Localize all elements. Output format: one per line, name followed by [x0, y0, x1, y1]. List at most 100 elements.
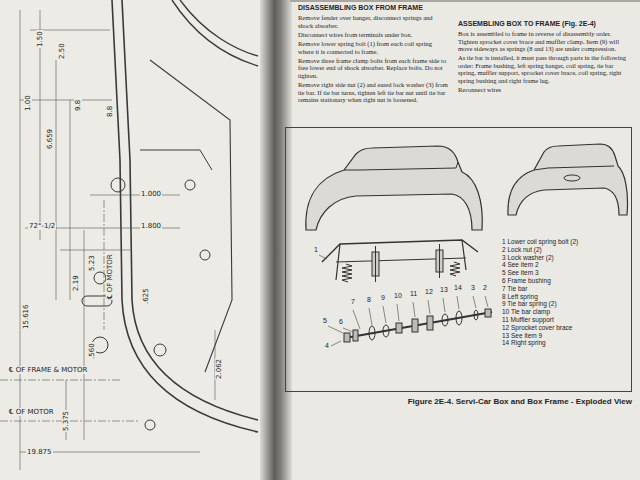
section-heading: ASSEMBLING BOX TO FRAME (Fig. 2E-4) [458, 20, 630, 28]
frame-tube-inner [122, 0, 258, 420]
callout-number: 4 [324, 342, 330, 350]
dimension-line [90, 195, 180, 196]
frame-tube-top [180, 0, 258, 56]
figure-caption: Figure 2E-4. Servi-Car Box and Box Frame… [408, 397, 632, 406]
callout-number: 14 [453, 284, 463, 292]
figure-panel: Figure 2E-4. Servi-Car Box and Box Frame… [285, 127, 632, 392]
leader-line [485, 296, 488, 307]
leader-line [328, 326, 343, 333]
parts-key-item: 10 Tie bar clamp [502, 308, 550, 315]
parts-key-item: 3 Lock washer (2) [502, 254, 554, 261]
frame-member [140, 150, 212, 170]
dimension-label: 15.616 [22, 304, 30, 331]
callout-number: 8 [366, 296, 372, 304]
dimension-label: 1.00 [24, 94, 32, 112]
parts-key-item: 8 Left spring [502, 293, 538, 300]
dimension-label: 1.800 [140, 222, 162, 230]
book-gutter [260, 0, 292, 480]
leader-lines [319, 255, 488, 346]
figure-frame [285, 127, 632, 392]
dimension-label: 6.659 [46, 128, 54, 150]
centre-line [0, 380, 120, 381]
centre-lines [0, 200, 140, 421]
coil-spring [342, 264, 352, 282]
box-body [306, 146, 482, 230]
section-heading: DISASSEMBLING BOX FROM FRAME [298, 4, 448, 12]
dimension-label: 5.23 [88, 254, 96, 272]
leader-line [383, 306, 386, 323]
dimension-label: 1.50 [36, 30, 44, 48]
box-emblem [564, 175, 580, 181]
dimension-line [70, 100, 71, 300]
parts-key-item: 12 Sprocket cover brace [502, 324, 572, 331]
dimension-label: 9.8 [74, 99, 82, 112]
shock-rod [375, 246, 376, 282]
parts-key-item: 6 Frame bushing [502, 277, 551, 284]
frame-bushing [353, 330, 358, 341]
callout-number: 10 [393, 292, 403, 300]
callout-number: 9 [380, 294, 386, 302]
body-text: As tie bar is installed, it must pass th… [458, 54, 630, 84]
mounting-hole [200, 250, 210, 260]
frame-tube-top [172, 0, 258, 66]
leader-line [457, 296, 459, 309]
body-text: Box is assembled to frame in reverse of … [458, 30, 630, 52]
body-text: Remove three frame clamp bolts from each… [298, 57, 448, 79]
dimension-label: .625 [142, 287, 150, 305]
dimension-lines [20, 10, 215, 470]
body-text: Remove fender over hanger, disconnect sp… [298, 14, 448, 29]
muffler-support [412, 319, 418, 332]
dimension-label: ℄ OF MOTOR [106, 253, 114, 300]
dimension-label: 1.000 [140, 190, 162, 198]
washer [474, 310, 478, 320]
body-text: Reconnect wires [458, 86, 630, 93]
parts-key-item: 7 Tie bar [502, 285, 527, 292]
leader-line [319, 255, 327, 259]
dimension-line [20, 10, 21, 470]
dimension-line [60, 250, 130, 251]
leader-line [331, 341, 341, 346]
parts-key-item: 4 See item 2 [502, 261, 539, 268]
leader-line [397, 304, 399, 321]
frame-member [150, 60, 232, 372]
callout-number: 5 [322, 317, 328, 325]
parts-key-item: 2 Lock nut (2) [502, 246, 542, 253]
right-page [284, 0, 640, 480]
spring-part [456, 311, 462, 325]
callout-number: 13 [439, 286, 449, 294]
parts-key-item: 1 Lower coil spring bolt (2) [502, 238, 578, 245]
exploded-view [306, 144, 628, 346]
callout-number: 6 [338, 318, 344, 326]
callout-number: 2 [482, 284, 488, 292]
dimension-label: 5.375 [62, 410, 70, 432]
leader-line [473, 296, 476, 308]
tie-bar [345, 312, 492, 338]
dimension-line [20, 100, 112, 101]
dimension-line [56, 60, 57, 300]
body-text: Remove right side nut (2) and eared lock… [298, 81, 448, 103]
mounting-hole [111, 178, 125, 192]
centre-line [104, 200, 105, 330]
callout-number: 3 [470, 284, 476, 292]
nut [344, 333, 350, 342]
spring-part [383, 325, 389, 337]
box-lid-line [344, 162, 458, 170]
callout-number: 7 [350, 298, 356, 306]
spring-part [442, 314, 448, 326]
callout-number: 1 [313, 246, 319, 254]
shock-rod [439, 244, 440, 278]
leader-line [413, 302, 415, 317]
box-frame [336, 240, 466, 280]
parts-key-item: 11 Muffler support [502, 316, 554, 323]
dimension-label: 2.062 [215, 358, 223, 380]
parts-key-item: 5 See item 3 [502, 269, 539, 276]
clamp [396, 323, 402, 333]
parts-key-item: 14 Right spring [502, 339, 546, 346]
nut [485, 309, 491, 317]
leader-line [428, 300, 430, 314]
page-edge-shadow [290, 0, 640, 2]
leader-line [369, 308, 372, 325]
dimension-label: ℄ OF FRAME & MOTOR [8, 366, 88, 374]
box-lid-line [534, 166, 614, 170]
